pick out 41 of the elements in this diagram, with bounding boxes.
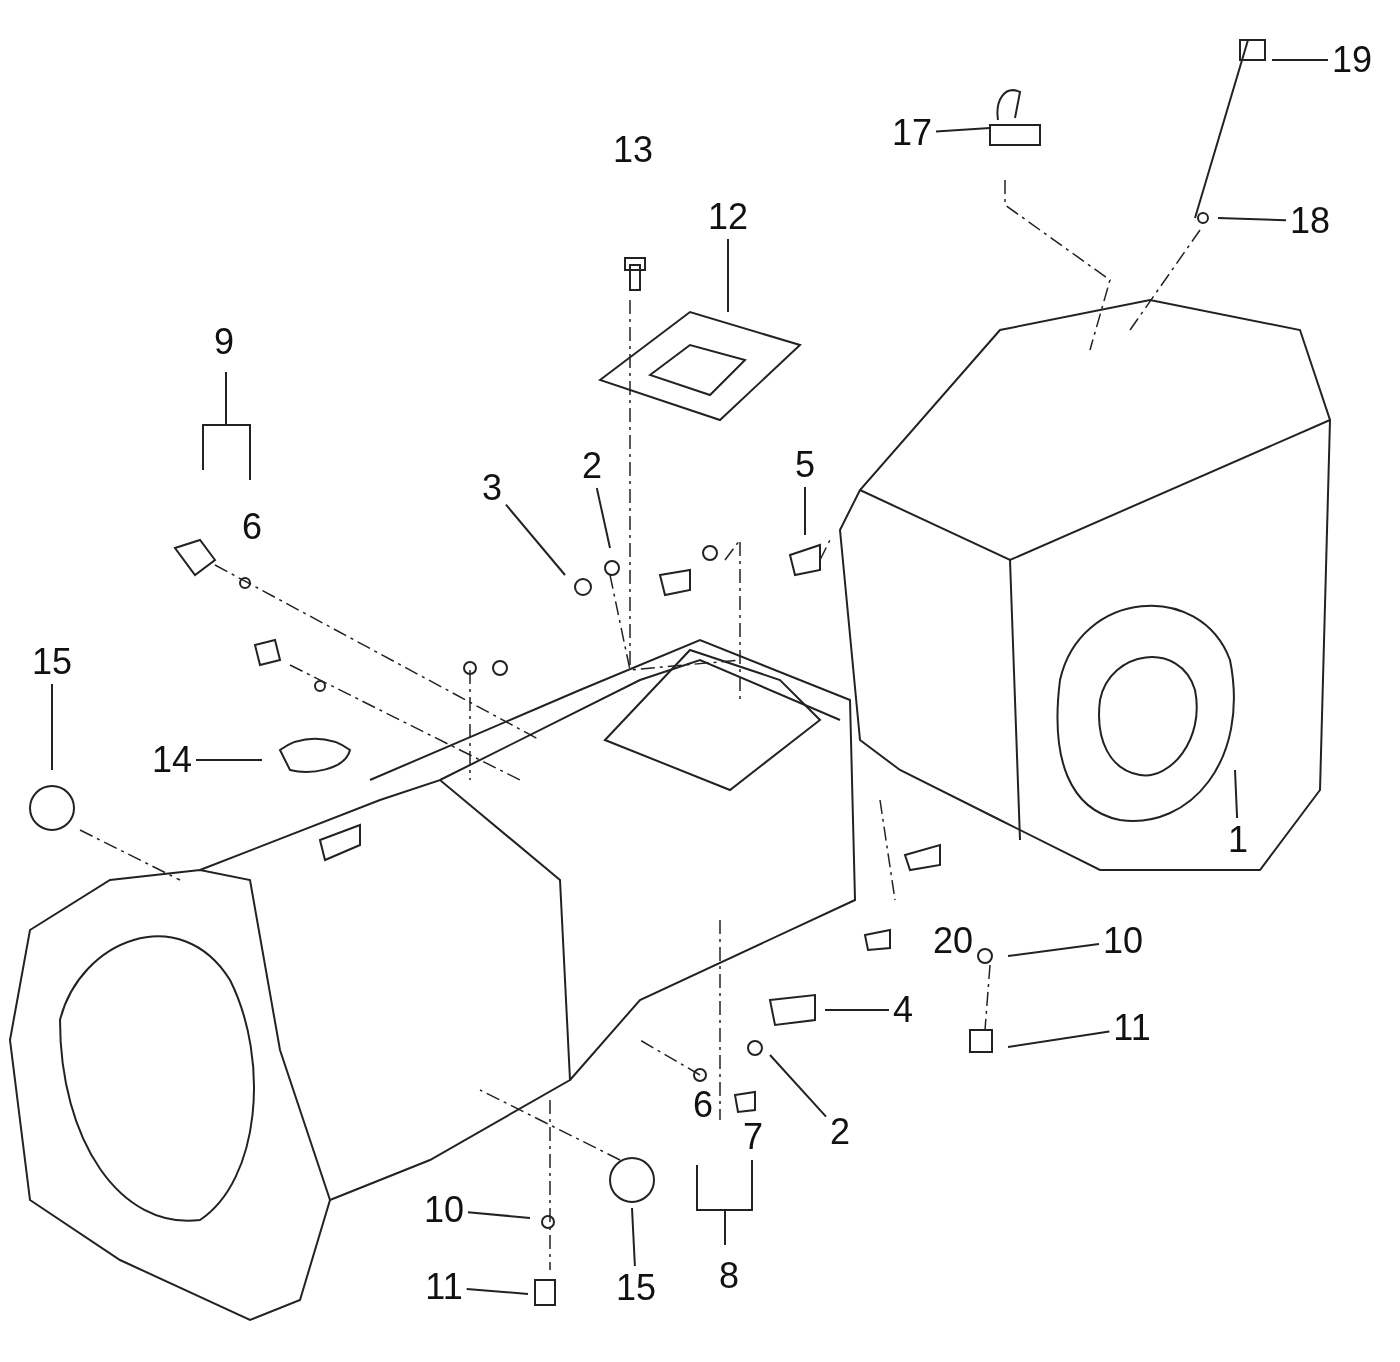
callout-number: 17 (892, 113, 932, 153)
callout-number: 20 (933, 921, 973, 961)
callout-number: 18 (1290, 201, 1330, 241)
callout-number: 2 (830, 1112, 850, 1152)
leader-line (631, 1207, 636, 1267)
callout-number: 8 (719, 1256, 739, 1296)
callout-number: 3 (482, 468, 502, 508)
callout-number: 9 (214, 322, 234, 362)
callout-number: 15 (616, 1268, 656, 1308)
leader-line (51, 683, 53, 771)
leader-line (1007, 1030, 1111, 1048)
callout-number: 11 (425, 1267, 463, 1307)
leader-line (769, 1054, 827, 1118)
callout-number: 19 (1332, 40, 1372, 80)
callout-number: 6 (693, 1085, 713, 1125)
leader-line (1217, 217, 1287, 222)
leader-line (1234, 769, 1239, 819)
leader-line (505, 503, 566, 576)
callout-number: 10 (424, 1190, 464, 1230)
callout-number: 12 (708, 197, 748, 237)
callout-number: 4 (893, 990, 913, 1030)
callout-number: 2 (582, 446, 602, 486)
leader-line (935, 127, 991, 133)
leader-line (467, 1211, 531, 1219)
leader-line (595, 487, 611, 549)
callout-number: 13 (613, 130, 653, 170)
callout-number: 15 (32, 642, 72, 682)
callout-number: 10 (1103, 921, 1143, 961)
leader-line (1271, 59, 1329, 61)
leader-line (824, 1009, 890, 1011)
callout-number: 11 (1113, 1008, 1151, 1048)
callout-number: 5 (795, 445, 815, 485)
callout-number: 6 (242, 507, 262, 547)
callout-number: 7 (743, 1117, 763, 1157)
callout-number: 14 (152, 740, 192, 780)
leader-line (195, 759, 263, 761)
leader-line (465, 1287, 529, 1295)
leader-line (727, 238, 729, 313)
callout-number: 1 (1228, 820, 1248, 860)
leader-line (1007, 943, 1100, 957)
leader-line (804, 486, 806, 536)
